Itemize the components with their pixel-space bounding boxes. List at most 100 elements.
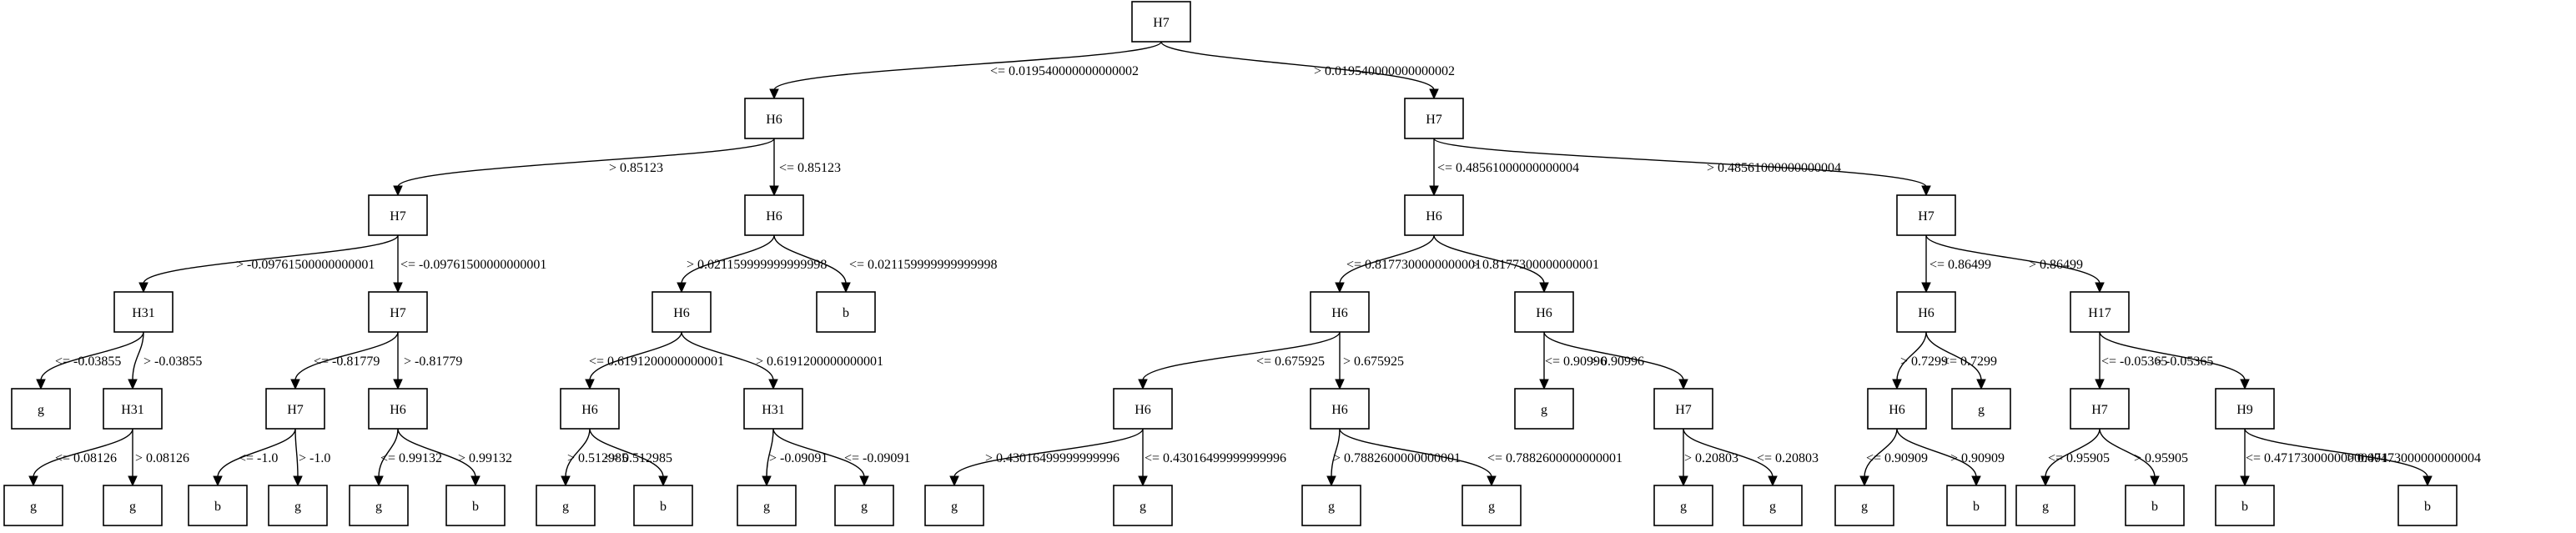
edge-arrowhead [859,475,869,487]
node-box [1743,485,1803,526]
edge-label: <= -0.81779 [314,354,380,369]
edge-label: <= 0.95905 [2048,451,2110,465]
edge-arrowhead [768,379,778,390]
tree-node: H7 [368,194,428,236]
node-label: g [763,500,770,514]
tree-node: g [1301,485,1361,526]
edge-label: > 0.99132 [458,451,512,465]
edge-line [294,428,299,478]
node-label: b [214,500,221,514]
edge-label: <= 0.019540000000000002 [990,64,1139,78]
node-box [1113,388,1173,430]
edge-arrowhead [762,475,772,487]
tree-edge [1892,331,1927,390]
edge-label: > 0.47173000000000004 [2347,451,2481,465]
tree-edge [293,428,303,487]
edge-line [1339,234,1435,284]
tree-node: b [816,291,876,333]
edge-arrowhead [841,282,851,294]
edge-arrowhead [1921,185,1931,197]
node-box [744,98,804,139]
node-label: H6 [766,209,782,224]
edge-label: > 0.85123 [609,161,663,175]
edge-arrowhead [1429,88,1439,100]
tree-edge [397,428,480,487]
edge-arrowhead [2095,282,2105,294]
edge-arrowhead [1971,475,1981,487]
node-box [652,291,712,333]
node-box [188,485,248,526]
edge-line [1331,428,1341,478]
tree-node: g [924,485,984,526]
tree-edge [128,429,138,487]
tree-edge [1543,331,1688,390]
edge-label: > 0.90909 [1950,451,2005,465]
tree-edge [393,138,775,197]
node-label: H6 [581,403,598,417]
node-box [1301,485,1361,526]
edge-label: > 0.95905 [2134,451,2188,465]
edge-line [33,428,133,478]
node-label: H6 [673,306,690,320]
node-box [1834,485,1894,526]
edge-line [294,331,399,381]
tree-node: g [834,485,894,526]
edge-line [1543,331,1684,381]
tree-edge [1160,41,1439,100]
tree-node: g [1462,485,1522,526]
tree-node: H7 [1653,388,1713,430]
tree-node: H6 [1310,388,1370,430]
edge-arrowhead [561,475,571,487]
tree-node: H6 [1310,291,1370,333]
edge-arrowhead [1859,475,1869,487]
node-box [368,194,428,236]
node-box [1404,194,1464,236]
node-box [1653,388,1713,430]
node-label: b [2424,500,2431,514]
edge-label: <= -0.09761500000000001 [400,258,546,272]
edge-arrowhead [677,282,687,294]
edge-arrowhead [1678,475,1688,487]
edge-line [1864,428,1898,478]
edge-label: <= 0.8177300000000001 [1346,258,1482,272]
edge-label: > 0.20803 [1684,451,1738,465]
node-label: H6 [1918,306,1935,320]
node-label: H7 [2091,403,2108,417]
tree-node: H7 [368,291,428,333]
tree-node: b [2397,485,2458,526]
tree-edge [1433,234,1549,294]
tree-node: H6 [1867,388,1927,430]
edge-label: > -0.09091 [769,451,828,465]
edge-arrowhead [1678,379,1688,390]
node-box [368,388,428,430]
edge-label: > 0.08126 [135,451,189,465]
node-box [1867,388,1927,430]
edge-line [40,331,144,381]
node-box [1131,1,1191,43]
edge-arrowhead [28,475,38,487]
edge-arrowhead [470,475,480,487]
edge-line [217,428,296,478]
tree-edge [1335,234,1435,294]
edge-label: > -0.81779 [404,354,462,369]
tree-node: H6 [560,388,620,430]
tree-edge [681,331,778,390]
node-box [816,291,876,333]
edge-arrowhead [1335,379,1345,390]
edge-label: <= 0.20803 [1757,451,1819,465]
tree-edge [1859,428,1898,487]
node-label: g [1680,500,1687,514]
tree-edge [772,428,869,487]
node-label: H6 [1426,209,1442,224]
edge-label: <= 0.7882600000000001 [1487,451,1623,465]
node-box [2397,485,2458,526]
edge-label: <= 0.90996 [1545,354,1607,369]
node-box [2070,291,2130,333]
tree-edge [1925,234,2105,294]
node-label: H17 [2088,306,2111,320]
tree-node: H7 [1404,98,1464,139]
node-label: b [472,500,479,514]
tree-node: H6 [744,98,804,139]
edge-label: <= -0.05365 [2101,354,2167,369]
edge-label: > 0.6191200000000001 [756,354,883,369]
